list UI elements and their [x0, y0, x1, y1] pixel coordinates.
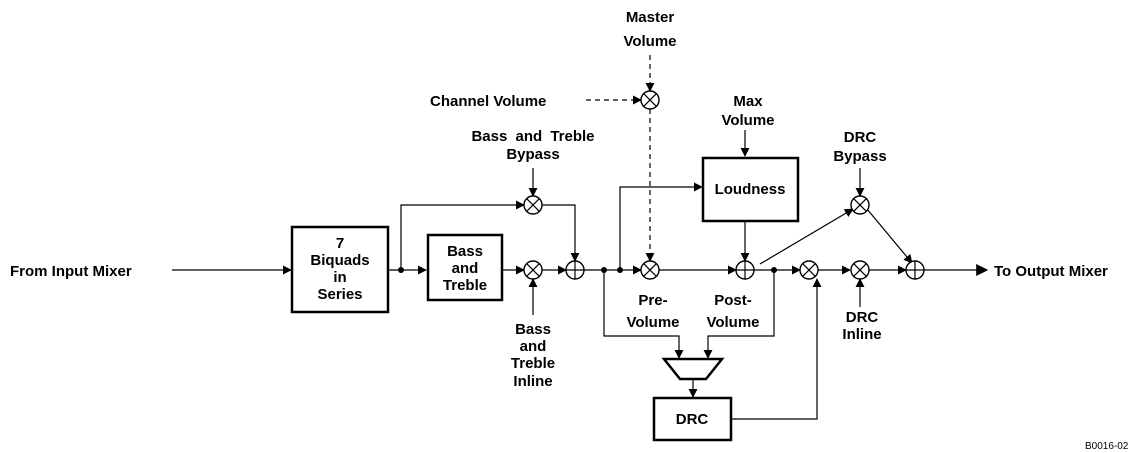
- bass-treble-inline-multiplier-node: [523, 260, 543, 280]
- figure-id-label: B0016-02: [1085, 441, 1129, 452]
- drc-bypass-label-line-1: DRC: [844, 129, 877, 146]
- output-sum-node: [905, 260, 925, 280]
- drc-label: DRC: [676, 411, 709, 428]
- drc-detector-trapezoid: [661, 357, 725, 381]
- master-volume-label-line-1: Master: [626, 9, 675, 26]
- pre-volume-label-line-2: Volume: [626, 314, 679, 331]
- pre-volume-label-line-1: Pre-: [638, 292, 667, 309]
- drc-inline-label-line-2: Inline: [842, 326, 881, 343]
- max-volume-label-line-2: Volume: [721, 112, 774, 129]
- max-volume-label-line-1: Max: [733, 93, 763, 110]
- input-label: From Input Mixer: [10, 263, 132, 280]
- bass-treble-bypass-label-line-1: Bass and Treble: [471, 128, 594, 145]
- bass-treble-sum-node: [565, 260, 585, 280]
- bass-treble-inline-label-line-3: Treble: [511, 355, 555, 372]
- drc-gain-multiplier-node: [799, 260, 819, 280]
- post-volume-label-line-2: Volume: [706, 314, 759, 331]
- biquads-label-line-1: 7: [336, 235, 344, 252]
- bass-treble-inline-label-line-2: and: [520, 338, 547, 355]
- bass-treble-box: [426, 233, 504, 302]
- drc-inline-label-line-1: DRC: [846, 309, 879, 326]
- main-volume-multiplier-node: [640, 260, 660, 280]
- biquads-label-line-2: Biquads: [310, 252, 369, 269]
- bass-treble-bypass-label-line-2: Bypass: [506, 146, 559, 163]
- bass-treble-inline-label-line-4: Inline: [513, 373, 552, 390]
- biquads-box: [290, 225, 390, 314]
- output-label: To Output Mixer: [994, 263, 1108, 280]
- biquads-label-line-3: in: [333, 269, 346, 286]
- drc-inline-multiplier-node: [850, 260, 870, 280]
- bass-treble-box-label-line-1: Bass: [447, 243, 483, 260]
- channel-volume-label: Channel Volume: [430, 93, 546, 110]
- bass-treble-box-label-line-3: Treble: [443, 277, 487, 294]
- bass-treble-box-label-line-2: and: [452, 260, 479, 277]
- drc-bypass-label-line-2: Bypass: [833, 148, 886, 165]
- master-volume-label-line-2: Volume: [623, 33, 676, 50]
- drc-bypass-multiplier-node: [850, 195, 870, 215]
- post-volume-label-line-1: Post-: [714, 292, 752, 309]
- junction-dots: [398, 267, 777, 273]
- loudness-label: Loudness: [715, 181, 786, 198]
- bass-treble-bypass-multiplier-node: [523, 195, 543, 215]
- loudness-sum-node: [735, 260, 755, 280]
- volume-multiplier-node: [640, 90, 660, 110]
- biquads-label-line-4: Series: [317, 286, 362, 303]
- loudness-box: [701, 156, 800, 223]
- bass-treble-inline-label-line-1: Bass: [515, 321, 551, 338]
- connections: [172, 55, 989, 420]
- drc-box: [652, 396, 733, 442]
